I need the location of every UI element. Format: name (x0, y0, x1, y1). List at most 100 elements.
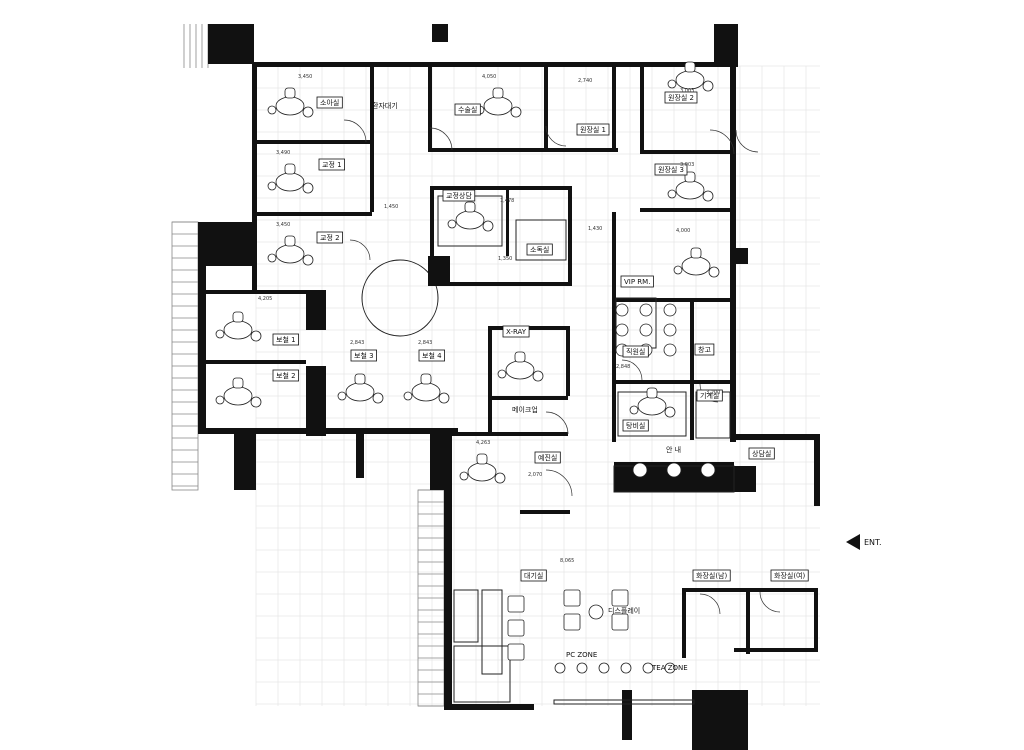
svg-text:창고: 창고 (698, 346, 711, 354)
room-label-vip: VIP RM. (620, 275, 654, 288)
svg-text:교정상담: 교정상담 (446, 191, 472, 200)
top-stair-hatch (183, 24, 209, 68)
dimension-d18: 3,200 (706, 390, 720, 396)
room-label-consult-b: 원장실 1 (576, 123, 610, 136)
svg-text:원장실 2: 원장실 2 (668, 93, 694, 102)
reception-stool (632, 462, 648, 478)
room-label-consult-a: 원장실 2 (664, 91, 698, 104)
left-stair-hatch (171, 221, 199, 491)
room-label-shower: 창고 (694, 343, 715, 356)
walls (198, 24, 820, 750)
lounge-seat (507, 619, 525, 637)
svg-text:수술실: 수술실 (458, 105, 477, 114)
dimension-d4: 3,003 (680, 88, 694, 94)
lounge-seat (507, 643, 525, 661)
svg-text:원장실 3: 원장실 3 (658, 165, 684, 174)
svg-text:보철 1: 보철 1 (276, 335, 296, 344)
svg-text:화장실(여): 화장실(여) (774, 571, 805, 580)
dimension-d17: 2,848 (616, 364, 630, 370)
doors (343, 119, 781, 615)
chair (663, 323, 677, 337)
chair (663, 303, 677, 317)
room-label-reception: 안 내 (666, 445, 681, 454)
room-label-xray: X-RAY (502, 325, 530, 338)
dental-chair-icon (475, 87, 522, 118)
room-label-correction-consult: 교정상담 (442, 189, 476, 202)
svg-text:원장실 1: 원장실 1 (580, 125, 606, 134)
dental-chair-icon (667, 171, 714, 202)
svg-text:TEA ZONE: TEA ZONE (651, 664, 688, 672)
svg-text:안 내: 안 내 (666, 445, 681, 454)
lounge-seat (563, 589, 581, 607)
reception-stool (700, 462, 716, 478)
round-lobby (361, 259, 439, 337)
dental-chair-icon (337, 373, 384, 404)
chair (663, 343, 677, 357)
room-label-consult-c: 원장실 3 (654, 163, 688, 176)
room-label-machine: 기계실 (696, 389, 723, 402)
svg-text:탕비실: 탕비실 (626, 421, 645, 430)
svg-text:예진실: 예진실 (538, 453, 557, 462)
chair (639, 323, 653, 337)
dimension-d15: 8,065 (560, 558, 574, 564)
dental-chair-icon (215, 311, 262, 342)
svg-text:보철 4: 보철 4 (422, 351, 442, 360)
dimension-d1: 3,450 (298, 74, 312, 80)
room-label-locker: 탕비실 (622, 419, 649, 432)
stool (598, 662, 610, 674)
room-label-toilet-m: 화장실(남) (692, 569, 731, 582)
dimension-d6: 3,490 (276, 150, 290, 156)
room-label-general-2: 보철 2 (272, 369, 299, 382)
room-label-waiting-hall: 환자대기 (372, 101, 398, 110)
dimension-d20: 2,070 (528, 472, 542, 478)
dimension-d12: 2,843 (418, 340, 432, 346)
chair (615, 303, 629, 317)
svg-text:보철 3: 보철 3 (354, 351, 374, 360)
svg-text:소독실: 소독실 (530, 245, 549, 254)
dimension-d13: 4,205 (258, 296, 272, 302)
dental-chair-icon (267, 163, 314, 194)
svg-text:X-RAY: X-RAY (506, 328, 527, 336)
room-label-clinic-room: 예진실 (534, 451, 561, 464)
room-label-makeup: 메이크업 (512, 405, 538, 414)
svg-text:메이크업: 메이크업 (512, 405, 538, 414)
stool (642, 662, 654, 674)
dimension-d10: 4,000 (676, 228, 690, 234)
dimension-d19: 1,430 (588, 226, 602, 232)
bottom-stair-hatch (417, 489, 445, 707)
room-label-toilet-w: 화장실(여) (770, 569, 809, 582)
side-table (588, 604, 604, 620)
dental-chair-icon (497, 351, 544, 382)
dimension-d8: 1,450 (384, 204, 398, 210)
room-label-pc-zone: PC ZONE (566, 651, 597, 659)
entrance-arrow-icon (846, 534, 860, 550)
room-label-surgery-room: 수술실 (454, 103, 481, 116)
svg-text:교정 2: 교정 2 (320, 233, 340, 242)
dental-chair-icon (447, 201, 494, 232)
room-label-general-3: 보철 3 (350, 349, 377, 362)
dimension-d14: 4,263 (476, 440, 490, 446)
room-label-correction-1: 교정 1 (318, 158, 345, 171)
dental-chair-icon (629, 387, 676, 418)
room-label-counsel: 상담실 (748, 447, 775, 460)
dimension-d5: 3,003 (680, 162, 694, 168)
svg-text:화장실(남): 화장실(남) (696, 571, 727, 580)
dental-chair-icon (215, 377, 262, 408)
room-label-sterilize: 소독실 (526, 243, 553, 256)
room-label-general-1: 보철 1 (272, 333, 299, 346)
room-label-general-4: 보철 4 (418, 349, 445, 362)
svg-text:디스플레이: 디스플레이 (608, 606, 640, 615)
room-label-lounge: 대기실 (520, 569, 547, 582)
svg-text:교정 1: 교정 1 (322, 160, 342, 169)
dental-chair-icon (673, 247, 720, 278)
svg-text:보철 2: 보철 2 (276, 371, 296, 380)
dimension-d9: 1,478 (500, 198, 514, 204)
stool (554, 662, 566, 674)
dental-chair-icon (267, 235, 314, 266)
room-label-correction-2: 교정 2 (316, 231, 343, 244)
floor-grid (255, 65, 820, 706)
dental-chair-icon (403, 373, 450, 404)
svg-text:소아실: 소아실 (320, 98, 339, 107)
